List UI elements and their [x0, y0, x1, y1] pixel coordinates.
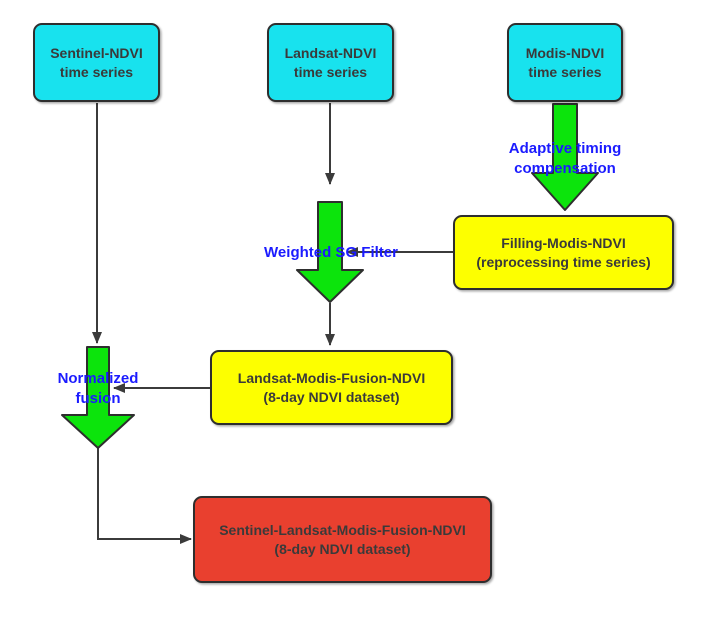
node-label: time series	[59, 63, 134, 80]
node-label: Landsat-Modis-Fusion-NDVI	[237, 369, 426, 386]
node-filling-modis-ndvi: Filling-Modis-NDVI (reprocessing time se…	[453, 215, 674, 290]
edge-label-adaptive-timing-compensation: Adaptive timing compensation	[508, 140, 622, 177]
node-label: Filling-Modis-NDVI	[501, 234, 626, 251]
process-down-arrow-adaptive-timing-icon	[531, 103, 599, 211]
node-label: time series	[528, 63, 602, 80]
edge-label-normalized-fusion: Normalized fusion	[57, 370, 139, 407]
node-label: time series	[293, 63, 368, 80]
node-label: Landsat-NDVI	[284, 44, 377, 61]
node-label: Sentinel-Landsat-Modis-Fusion-NDVI	[219, 521, 466, 538]
node-label: (reprocessing time series)	[476, 253, 651, 270]
node-landsat-ndvi: Landsat-NDVI time series	[267, 23, 394, 102]
node-sentinel-landsat-modis-fusion-ndvi: Sentinel-Landsat-Modis-Fusion-NDVI (8-da…	[193, 496, 492, 583]
node-label: Sentinel-NDVI	[50, 44, 143, 61]
node-label: (8-day NDVI dataset)	[263, 388, 400, 405]
node-sentinel-ndvi: Sentinel-NDVI time series	[33, 23, 160, 102]
process-down-arrow-normalized-fusion-icon	[61, 346, 135, 449]
node-label: (8-day NDVI dataset)	[274, 540, 411, 557]
node-label: Modis-NDVI	[525, 44, 605, 61]
node-landsat-modis-fusion-ndvi: Landsat-Modis-Fusion-NDVI (8-day NDVI da…	[210, 350, 453, 425]
connector-normalized-arrow-to-output-box	[97, 448, 192, 544]
node-modis-ndvi: Modis-NDVI time series	[507, 23, 623, 102]
edge-label-weighted-sg-filter: Weighted SG Filter	[264, 244, 398, 261]
process-down-arrow-weighted-sg-icon	[296, 201, 364, 303]
